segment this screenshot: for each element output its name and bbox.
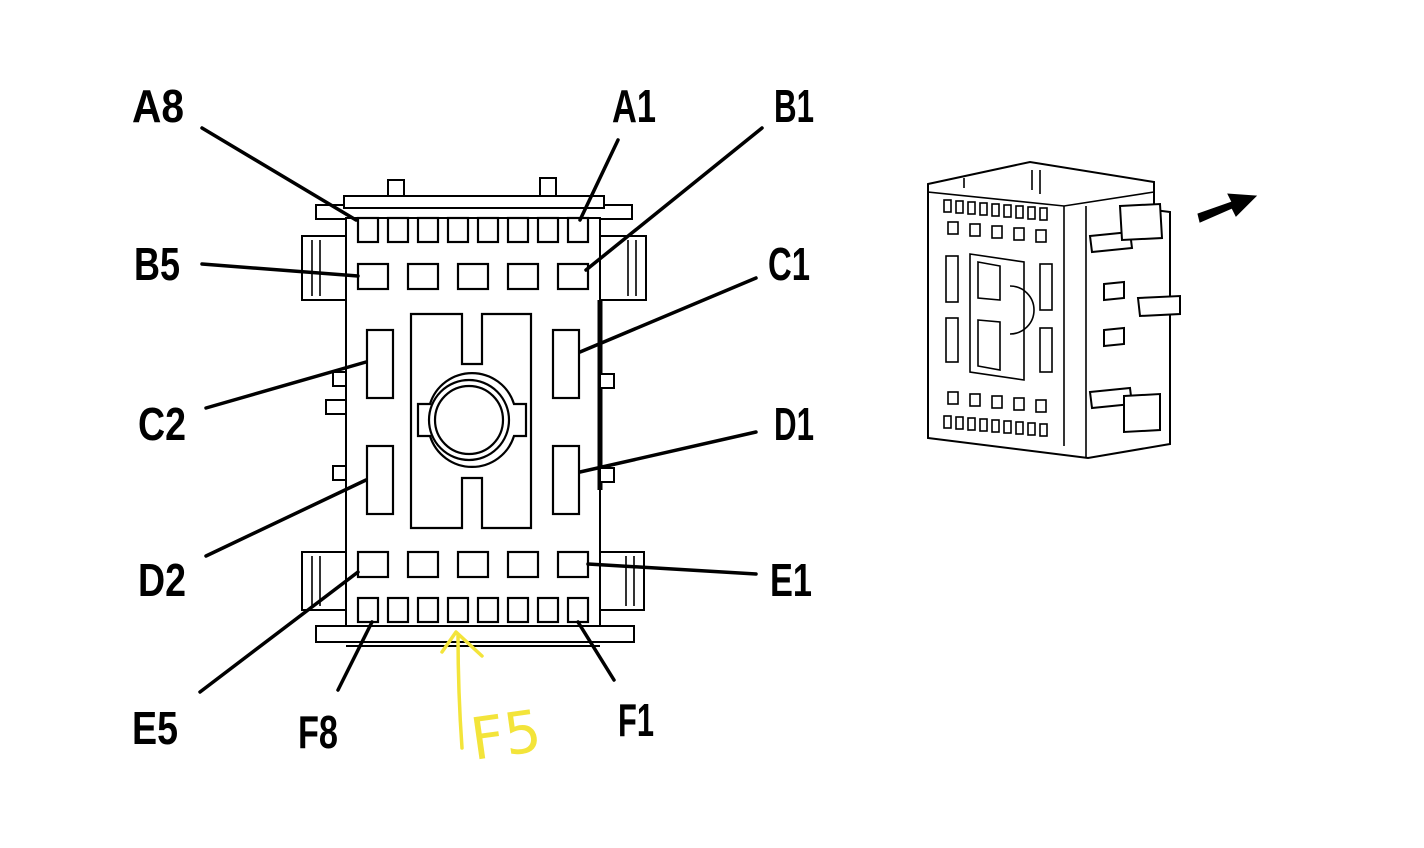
connector-front-view [301,177,647,647]
label-c2: C2 [138,398,186,450]
annotation-arrow-up-icon [440,630,484,750]
row-e-cavities [356,550,590,579]
label-e1: E1 [770,554,812,606]
label-f8: F8 [298,706,338,758]
label-d1: D1 [774,398,814,450]
label-c1: C1 [768,238,810,290]
leader-lines [198,126,764,694]
label-d2: D2 [138,554,186,606]
label-b1: B1 [774,80,814,132]
label-a1: A1 [612,80,656,132]
cavity-c1 [551,328,581,400]
connector-isometric-view [927,160,1181,460]
label-a8: A8 [132,80,184,132]
cavity-c2 [365,328,395,400]
pin-labels: A8 A1 B1 B5 C1 C2 D1 D2 E1 E5 F8 F1 [132,80,814,758]
label-f1: F1 [618,694,654,746]
row-b-cavities [356,262,590,291]
label-b5: B5 [134,238,180,290]
label-e5: E5 [132,702,178,754]
arrow-right-up-icon [1197,193,1258,223]
cavity-f5-highlighted [446,596,470,624]
cavity-d1 [551,444,581,516]
cavity-d2 [365,444,395,516]
annotation-f5-text: F5 [466,697,545,774]
row-f-cavities [356,596,590,624]
f5-annotation: F5 [440,630,545,774]
row-a-cavities [356,216,590,244]
